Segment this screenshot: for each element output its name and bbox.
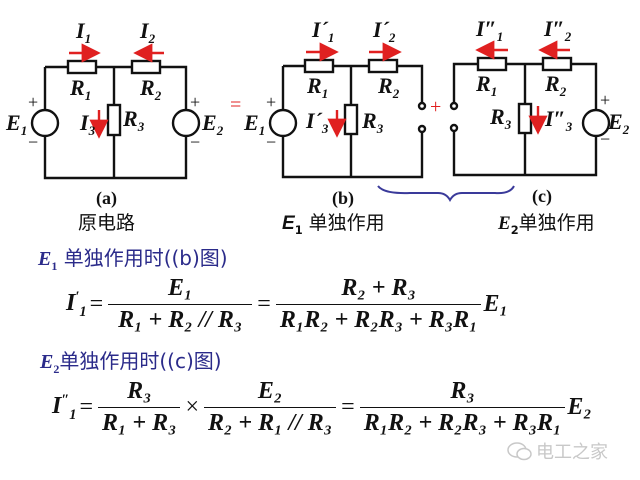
polarity-plus: +	[28, 92, 38, 112]
caption-e2-alone: E2单独作用	[498, 212, 595, 237]
resistor-label-r1: R1	[306, 73, 328, 101]
current-label-i3-double-prime: I″3	[544, 106, 573, 134]
figure-label-a: (a)	[96, 188, 117, 209]
resistor-label-r1: R1	[69, 75, 91, 103]
equation-lhs: I′1	[66, 288, 87, 320]
resistor-r1	[303, 58, 335, 74]
current-label-i2-double-prime: I″2	[543, 16, 572, 44]
open-terminal	[417, 124, 427, 134]
resistor-r3	[517, 102, 533, 135]
polarity-minus: −	[600, 129, 610, 149]
caption-e1-alone: E1 单独作用	[282, 212, 385, 237]
open-terminal	[417, 101, 427, 111]
resistor-r1	[66, 59, 98, 75]
section2-heading: E2单独作用时((c)图)	[40, 349, 222, 376]
current-label-i1-prime: I´1	[311, 17, 334, 45]
source-label-e2: E2	[201, 110, 224, 138]
source-label-e1: E1	[5, 110, 27, 138]
current-label-i2-prime: I´2	[372, 17, 396, 45]
voltage-source-e1	[30, 108, 60, 138]
source-label-e2: E2	[607, 109, 630, 137]
voltage-source-e2	[581, 108, 611, 138]
polarity-minus: −	[266, 132, 276, 152]
current-label-i1-double-prime: I″1	[475, 16, 503, 44]
resistor-label-r3: R3	[489, 104, 512, 132]
caption-original-circuit: 原电路	[78, 212, 136, 234]
resistor-label-r2: R2	[544, 71, 567, 99]
resistor-r2	[130, 59, 162, 75]
current-label-i3-prime: I´3	[305, 108, 329, 136]
polarity-minus: −	[190, 132, 200, 152]
voltage-source-e1	[268, 108, 298, 138]
equation-lhs: I″1	[52, 391, 77, 423]
plus-sign: +	[430, 96, 441, 118]
circuit-diagrams: I1 I2 I3 R1 R2 R3 E1 E2 + − + − (a) = I´…	[5, 16, 630, 209]
current-label-i2: I2	[139, 18, 156, 46]
polarity-plus: +	[190, 92, 200, 112]
current-label-i1: I1	[75, 18, 91, 46]
voltage-source-e2	[171, 108, 201, 138]
brace	[377, 185, 515, 203]
resistor-r1	[476, 56, 508, 72]
polarity-plus: +	[266, 92, 276, 112]
source-label-e1: E1	[243, 110, 265, 138]
open-terminal	[449, 101, 459, 111]
resistor-r3	[343, 103, 359, 136]
resistor-label-r2: R2	[139, 75, 162, 103]
current-label-i3: I3	[79, 110, 96, 138]
figure-label-c: (c)	[532, 186, 552, 207]
circuit-c	[449, 56, 611, 177]
wechat-icon	[507, 442, 532, 461]
resistor-r3	[106, 103, 122, 137]
resistor-r2	[541, 56, 573, 72]
circuit-b	[268, 58, 427, 179]
resistor-label-r1: R1	[475, 71, 497, 99]
resistor-label-r3: R3	[122, 106, 145, 134]
resistor-label-r2: R2	[377, 73, 400, 101]
circuit-a	[30, 59, 201, 180]
polarity-plus: +	[600, 90, 610, 110]
open-terminal	[449, 123, 459, 133]
resistor-r2	[367, 58, 399, 74]
equals-sign: =	[230, 94, 241, 116]
watermark: 电工之家	[506, 438, 608, 464]
figure-label-b: (b)	[332, 188, 354, 209]
polarity-minus: −	[28, 132, 38, 152]
resistor-label-r3: R3	[361, 108, 384, 136]
section1-heading: E1 单独作用时((b)图)	[38, 246, 228, 273]
